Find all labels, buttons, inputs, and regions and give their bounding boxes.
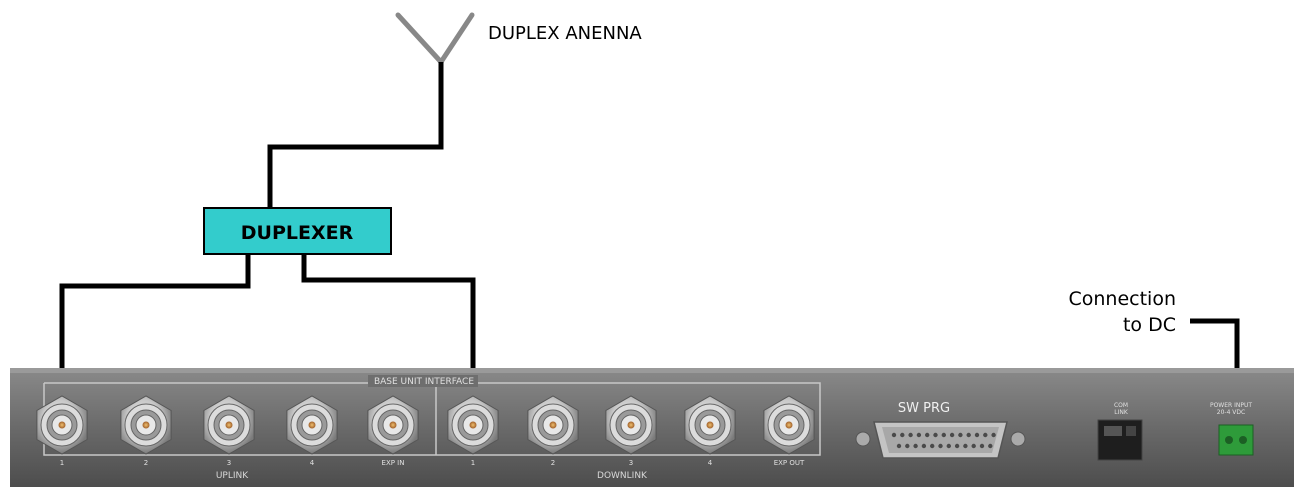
downlink-label: DOWNLINK bbox=[597, 471, 648, 481]
power-terminal bbox=[1218, 424, 1254, 456]
com-link-port bbox=[1097, 419, 1143, 461]
duplexer-box: DUPLEXER bbox=[203, 207, 392, 255]
port-number-label: 3 bbox=[629, 459, 633, 467]
port-number-label: EXP OUT bbox=[774, 459, 805, 467]
sw-prg-port bbox=[855, 421, 1026, 459]
dc-label-line2: to DC bbox=[1123, 314, 1176, 336]
port-number-label: 4 bbox=[310, 459, 315, 467]
dc-label-line1: Connection bbox=[1068, 288, 1176, 310]
uplink-cable bbox=[59, 254, 251, 408]
antenna-label: DUPLEX ANENNA bbox=[488, 23, 642, 44]
port-number-label: 2 bbox=[551, 459, 555, 467]
antenna-icon bbox=[395, 12, 475, 65]
uplink-port-2: 2 bbox=[120, 395, 172, 467]
downlink-port-2: 2 bbox=[527, 395, 579, 467]
uplink-label: UPLINK bbox=[216, 471, 249, 481]
uplink-port-3: 3 bbox=[203, 395, 255, 467]
downlink-port-5: EXP OUT bbox=[763, 395, 815, 467]
downlink-port-4: 4 bbox=[684, 395, 736, 467]
downlink-port-3: 3 bbox=[605, 395, 657, 467]
port-number-label: 3 bbox=[227, 459, 231, 467]
power-input-label: POWER INPUT bbox=[1210, 402, 1252, 409]
antenna-cable bbox=[267, 62, 444, 210]
rack-panel: BASE UNIT INTERFACE 1 2 3 4 EXP IN 1 2 3 4 EXP OU… bbox=[10, 368, 1294, 487]
sw-prg-label: SW PRG bbox=[898, 401, 950, 416]
port-number-label: EXP IN bbox=[382, 459, 405, 467]
downlink-port-1: 1 bbox=[447, 395, 499, 467]
base-unit-interface-label: BASE UNIT INTERFACE bbox=[374, 377, 474, 387]
downlink-cable bbox=[301, 254, 476, 408]
com-label: COM bbox=[1114, 402, 1128, 409]
connector-ports: 1 2 3 4 EXP IN 1 2 3 4 EXP OUT bbox=[36, 395, 815, 467]
port-number-label: 1 bbox=[60, 459, 64, 467]
port-number-label: 2 bbox=[144, 459, 148, 467]
port-number-label: 1 bbox=[471, 459, 475, 467]
port-number-label: 4 bbox=[708, 459, 713, 467]
power-vdc-label: 20-4 VDC bbox=[1217, 409, 1245, 416]
duplexer-label: DUPLEXER bbox=[241, 222, 354, 244]
uplink-port-5: EXP IN bbox=[367, 395, 419, 467]
link-label: LINK bbox=[1114, 409, 1129, 416]
uplink-port-4: 4 bbox=[286, 395, 338, 467]
uplink-port-1: 1 bbox=[36, 395, 88, 467]
